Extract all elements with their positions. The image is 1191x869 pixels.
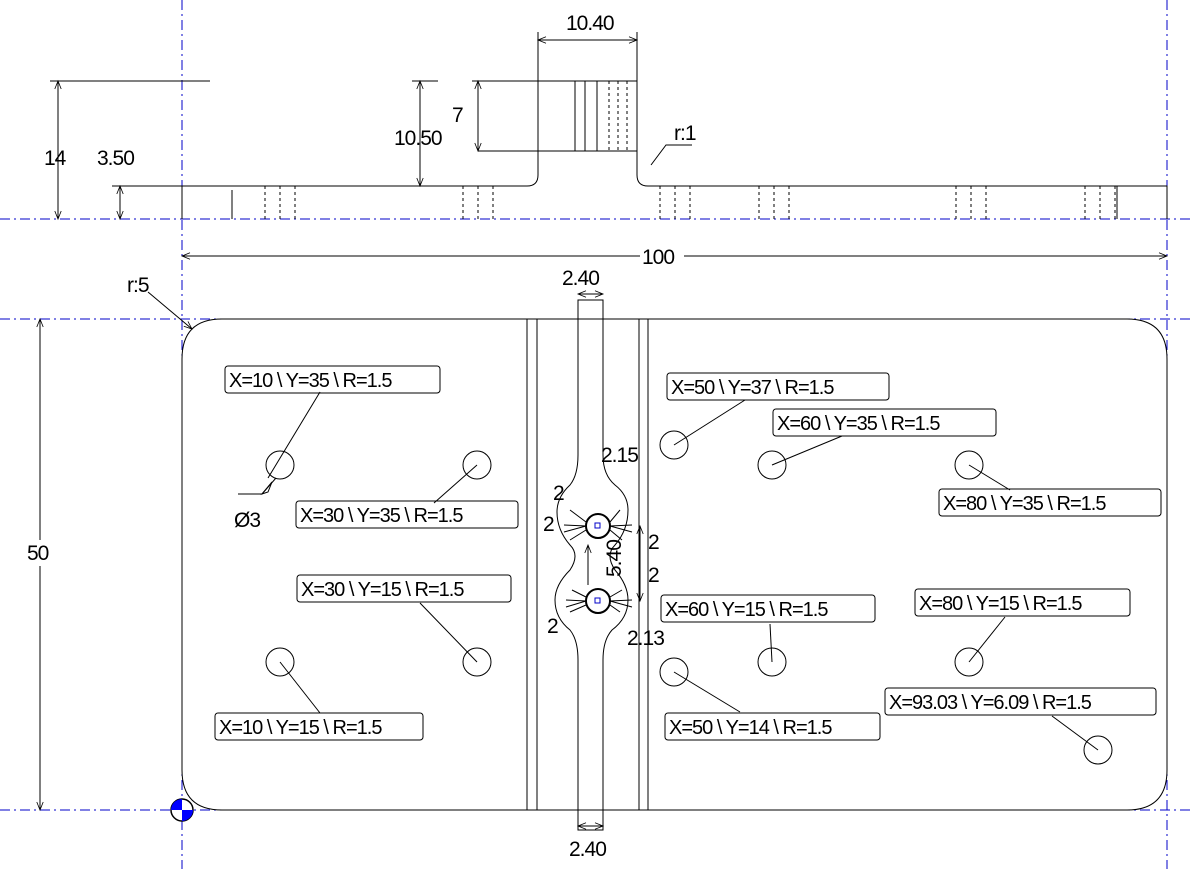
hole-label: X=80 \ Y=35 \ R=1.5 <box>943 493 1106 515</box>
dim-text-2-e: 2 <box>547 615 558 638</box>
hole <box>462 647 492 677</box>
dim-text-2-b: 2 <box>543 513 554 536</box>
dim-text-center-dist: 5.40 <box>603 540 626 577</box>
dim-text-slot-top: 2.40 <box>562 267 599 290</box>
hole-label-texts: X=10 \ Y=35 \ R=1.5 X=30 \ Y=35 \ R=1.5 … <box>219 370 1107 739</box>
hole-label: X=10 \ Y=35 \ R=1.5 <box>229 370 392 392</box>
dim-text-neck-215: 2.15 <box>601 444 638 467</box>
hole-label: X=30 \ Y=15 \ R=1.5 <box>301 579 464 601</box>
hole <box>462 450 492 480</box>
leader-r1: r:1 <box>650 122 697 166</box>
plate-outline <box>181 318 1168 811</box>
dim-text-2-c: 2 <box>648 531 659 554</box>
hole <box>659 657 689 687</box>
dim-slot-bottom: 2.40 <box>569 822 607 861</box>
hole <box>757 450 787 480</box>
hole-label: X=30 \ Y=35 \ R=1.5 <box>300 505 463 527</box>
dim-text-r1: r:1 <box>674 122 696 145</box>
side-view-profile <box>181 40 1168 219</box>
dim-text-2-d: 2 <box>648 564 659 587</box>
dim-height-7: 7 <box>452 79 575 153</box>
hole-label: X=50 \ Y=14 \ R=1.5 <box>669 717 832 739</box>
dim-height-50: 50 <box>26 317 54 812</box>
hole-label: X=80 \ Y=15 \ R=1.5 <box>919 593 1082 615</box>
hole <box>265 647 295 677</box>
hole <box>265 450 295 480</box>
dim-text-top-width: 10.40 <box>566 12 614 35</box>
hole <box>954 647 984 677</box>
dim-text-height-350: 3.50 <box>97 147 134 170</box>
hole-label: X=10 \ Y=15 \ R=1.5 <box>219 717 382 739</box>
dim-height-1050: 10.50 <box>394 79 443 188</box>
dim-text-height-14: 14 <box>44 147 67 170</box>
leader-dia03: Ø3 <box>234 477 277 532</box>
dim-text-dia03: Ø3 <box>234 509 260 532</box>
hole-label: X=60 \ Y=35 \ R=1.5 <box>777 413 940 435</box>
dim-top-width: 10.40 <box>536 12 639 44</box>
hole <box>659 430 689 460</box>
side-view-hidden-holes <box>264 186 1116 219</box>
hole <box>954 450 984 480</box>
hole <box>757 647 787 677</box>
dim-text-height-1050: 10.50 <box>394 127 442 150</box>
dim-text-length-100: 100 <box>642 246 674 269</box>
hole-label: X=60 \ Y=15 \ R=1.5 <box>665 599 828 621</box>
hole-label: X=50 \ Y=37 \ R=1.5 <box>671 377 834 399</box>
hole <box>1083 735 1113 765</box>
dim-height-350: 3.50 <box>97 147 182 221</box>
dim-text-neck-213: 2.13 <box>627 627 664 650</box>
dim-neck: 2.15 2.13 2 2 2 2 2 5.40 <box>543 444 665 650</box>
label-leaders <box>267 391 1099 751</box>
center-channel <box>526 319 649 810</box>
hole-label-boxes <box>214 365 1162 741</box>
origin-marker-icon <box>170 798 194 822</box>
dim-length-100: 100 <box>180 244 1169 269</box>
dim-text-height-7: 7 <box>452 104 463 127</box>
slot-profile <box>554 299 633 831</box>
dim-text-slot-bottom: 2.40 <box>569 838 606 861</box>
dim-text-2-a: 2 <box>553 482 564 505</box>
dim-text-r5: r:5 <box>127 274 149 297</box>
dim-text-height-50: 50 <box>27 542 49 565</box>
dim-slot-top: 2.40 <box>562 267 605 298</box>
dim-height-14: 14 <box>44 79 210 221</box>
holes <box>265 430 1113 765</box>
hole-label: X=93.03 \ Y=6.09 \ R=1.5 <box>889 692 1092 714</box>
leader-r5: r:5 <box>127 274 193 330</box>
